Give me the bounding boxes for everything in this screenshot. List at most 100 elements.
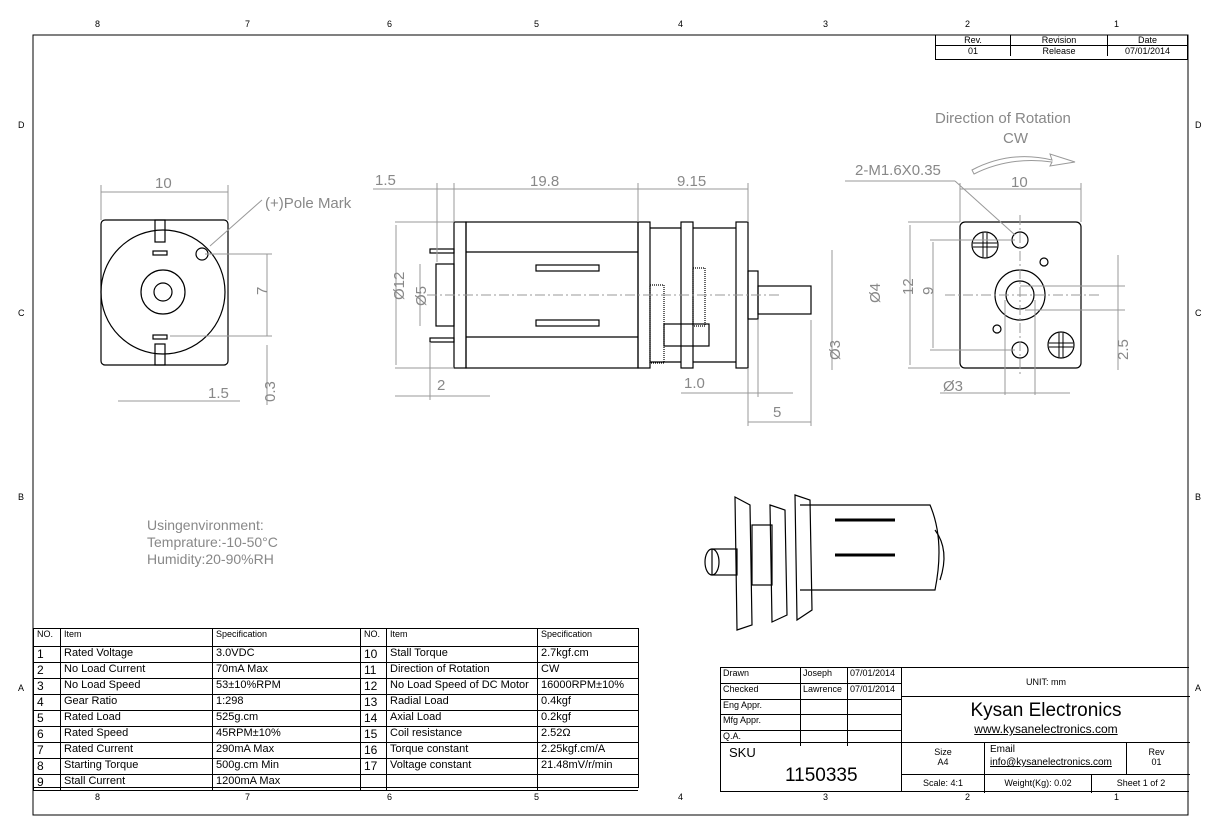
spec-value: 45RPM±10% [212,727,360,743]
spec-item: Stall Current [60,775,212,791]
zone-label: 4 [678,19,683,29]
end-view: Direction of Rotation CW 2-M1.6X0.35 10 … [845,110,1132,395]
svg-text:2-M1.6X0.35: 2-M1.6X0.35 [855,162,941,179]
spec-item: Axial Load [386,711,537,727]
approval-name: Lawrence [801,683,848,699]
zone-label: B [1195,492,1201,502]
spec-value: 0.2kgf [537,711,638,727]
svg-text:Humidity:20-90%RH: Humidity:20-90%RH [147,551,274,567]
svg-text:Ø5: Ø5 [413,286,430,306]
svg-text:1.5: 1.5 [208,385,229,402]
svg-text:9: 9 [920,287,937,295]
svg-text:12: 12 [900,278,917,295]
spec-no: 12 [360,679,386,695]
spec-value: 525g.cm [212,711,360,727]
approval-row: Q.A. [721,731,901,746]
zone-label: 8 [95,792,100,802]
spec-no: 9 [33,775,60,791]
zone-label: 2 [965,19,970,29]
environment-notes: Usingenvironment: Temprature:-10-50°C Hu… [147,517,278,567]
rev-value: 01 [936,46,1011,56]
spec-item: Starting Torque [60,759,212,775]
spec-item: Direction of Rotation [386,663,537,679]
zone-label: A [18,683,24,693]
spec-no [360,775,386,791]
sheet-value: Sheet 1 of 2 [1116,778,1166,788]
approval-name [801,731,848,746]
svg-text:(+)Pole Mark: (+)Pole Mark [265,195,352,212]
zone-label: 3 [823,19,828,29]
zone-label: C [18,308,25,318]
svg-text:2: 2 [437,377,445,394]
spec-no: 16 [360,743,386,759]
zone-label: A [1195,683,1201,693]
approval-role: Q.A. [721,731,801,746]
size-value: A4 [937,757,949,767]
approval-role: Drawn [721,668,801,683]
spec-value: 1200mA Max [212,775,360,791]
zone-label: 6 [387,792,392,802]
table-header: Specification [212,629,360,647]
revision-header: Revision [1011,35,1108,46]
spec-value: 3.0VDC [212,647,360,663]
spec-no: 5 [33,711,60,727]
email-label: Email [990,744,1016,755]
table-header: Item [386,629,537,647]
front-view: 10 (+)Pole Mark 7 1.5 0.3 [100,175,352,405]
revision-table: Rev. Revision Date 01 Release 07/01/2014 [935,35,1188,60]
spec-no: 1 [33,647,60,663]
approval-role: Eng Appr. [721,699,801,715]
spec-item: Rated Speed [60,727,212,743]
spec-value: 2.25kgf.cm/A [537,743,638,759]
svg-text:1.5: 1.5 [375,172,396,189]
spec-item: Coil resistance [386,727,537,743]
svg-text:Ø12: Ø12 [391,272,408,300]
zone-label: D [18,120,25,130]
sku-label: SKU [729,745,756,760]
svg-text:10: 10 [1011,174,1028,191]
spec-no: 2 [33,663,60,679]
svg-text:1.0: 1.0 [684,375,705,392]
approval-name [801,699,848,715]
approval-date [848,715,901,730]
spec-item: No Load Speed of DC Motor [386,679,537,695]
table-header: Specification [537,629,638,647]
company-name: Kysan Electronics [970,700,1122,721]
spec-item: No Load Current [60,663,212,679]
spec-value: 53±10%RPM [212,679,360,695]
approval-date: 07/01/2014 [850,683,896,694]
spec-item: Radial Load [386,695,537,711]
unit-label: UNIT: mm [1026,677,1066,687]
svg-text:9.15: 9.15 [677,173,706,190]
zone-label: 7 [245,792,250,802]
svg-text:Ø4: Ø4 [867,283,884,303]
rev-number: 01 [1151,757,1162,767]
spec-item: Voltage constant [386,759,537,775]
spec-value: 70mA Max [212,663,360,679]
spec-value: 500g.cm Min [212,759,360,775]
side-view: 1.5 19.8 9.15 Ø12 Ø5 2 1.0 5 Ø3 Ø4 [373,172,884,426]
approval-name [801,715,848,731]
spec-value: CW [537,663,638,679]
scale-value: Scale: 4:1 [902,775,985,793]
svg-text:Ø3: Ø3 [827,340,844,360]
spec-value [537,775,638,791]
spec-no: 4 [33,695,60,711]
zone-label: 7 [245,19,250,29]
email-link[interactable]: info@kysanelectronics.com [990,757,1112,768]
zone-label: 4 [678,792,683,802]
zone-label: 1 [1114,19,1119,29]
table-header: NO. [33,629,60,647]
spec-item: Rated Voltage [60,647,212,663]
size-label: Size [934,747,952,757]
spec-item: Stall Torque [386,647,537,663]
table-header: NO. [360,629,386,647]
spec-value: 2.52Ω [537,727,638,743]
website-link[interactable]: www.kysanelectronics.com [974,722,1118,736]
spec-item: Rated Load [60,711,212,727]
